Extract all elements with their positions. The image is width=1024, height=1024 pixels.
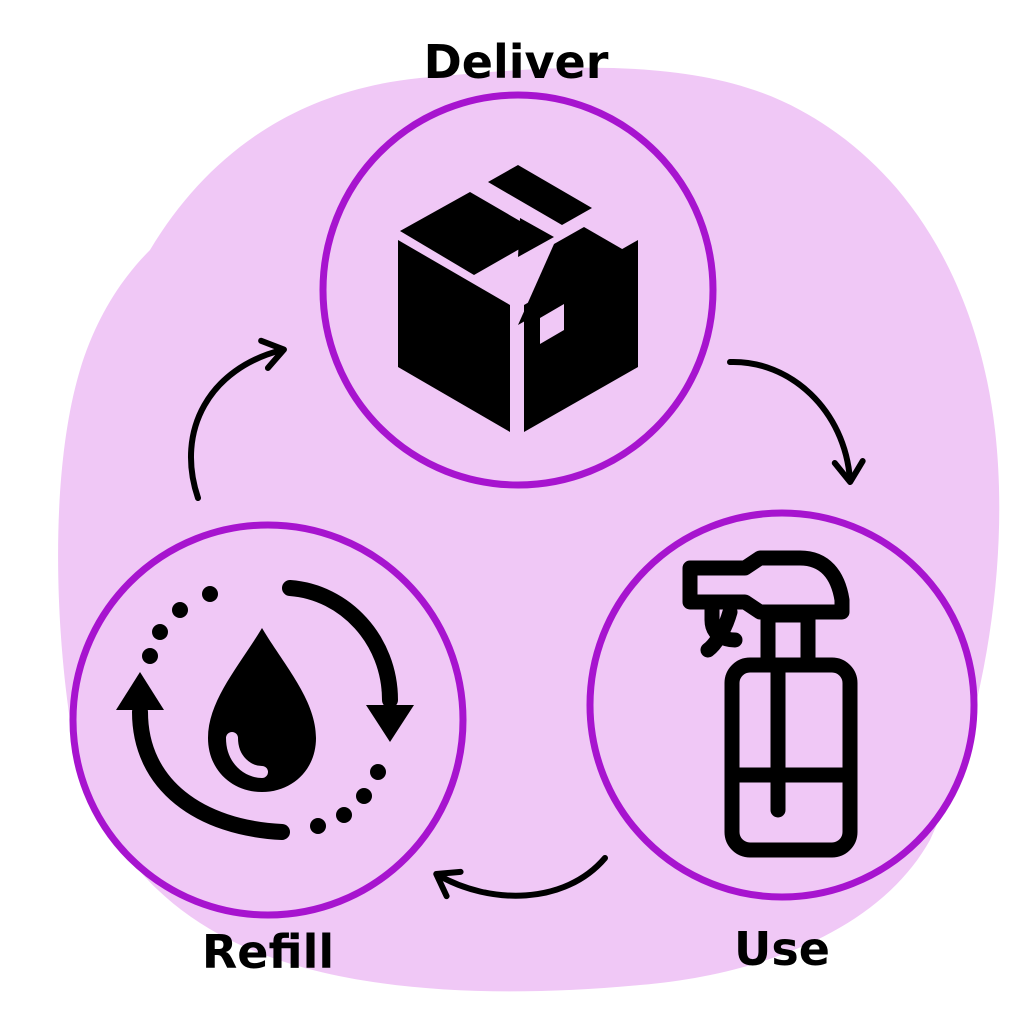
package-box-icon [398,165,638,432]
refill-label: Refill [202,925,334,979]
deliver-label: Deliver [424,35,609,89]
water-drop-cycle-icon [116,580,414,840]
spray-bottle-icon [682,550,858,858]
arrow-refill-to-deliver [187,337,287,501]
deliver-ring [319,91,717,489]
arrow-deliver-to-use [727,358,866,485]
stage-use: Use [586,509,978,976]
box-label-patch [540,304,564,344]
use-label: Use [734,922,830,976]
stage-refill: Refill [69,521,467,979]
stage-deliver: Deliver [319,35,717,489]
arrow-use-to-refill [433,855,608,900]
